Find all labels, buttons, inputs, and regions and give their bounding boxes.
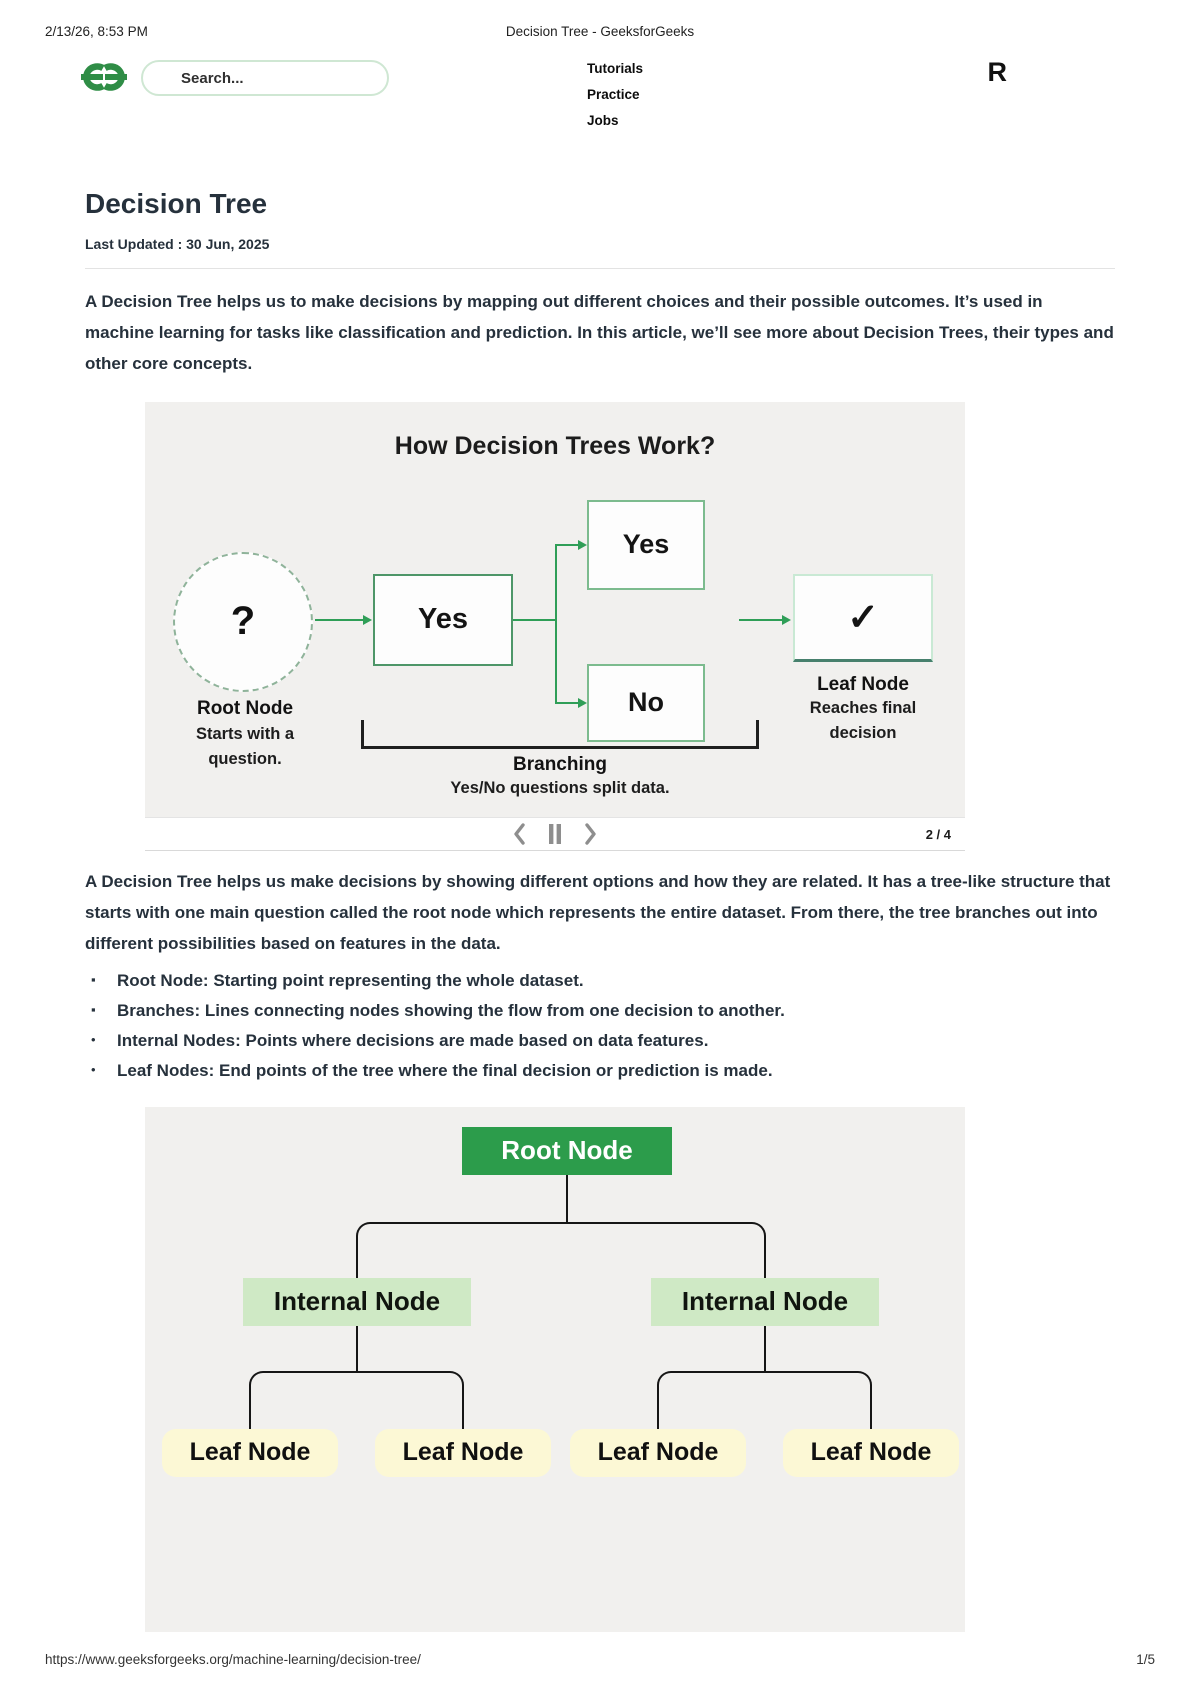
bracket-tick [361,719,364,748]
root-node-circle: ? [173,551,313,692]
site-header: Tutorials Practice Jobs R [75,55,1125,133]
bullet-desc: End points of the tree where the final d… [219,1061,773,1081]
tree-connector [764,1325,766,1371]
bullet-desc: Points where decisions are made based on… [245,1031,709,1051]
bullet-desc: Lines connecting nodes showing the flow … [204,1000,785,1020]
divider [85,268,1115,269]
bracket-tick [756,719,759,748]
leaf-node-pill: Leaf Node [570,1428,746,1477]
leaf-node-pill: Leaf Node [162,1428,338,1477]
tree-bracket [657,1370,872,1429]
tree-connector [356,1325,358,1371]
root-node-label-block: Root Node Starts with a question. [155,698,335,773]
branching-label: Branching [513,753,607,775]
tree-bracket [356,1221,766,1278]
search-input[interactable] [143,62,387,94]
connector [555,701,579,704]
nav-item-tutorials[interactable]: Tutorials [587,61,644,76]
internal-node-box-left: Internal Node [243,1277,471,1326]
check-icon: ✓ [847,596,879,639]
print-header: 2/13/26, 8:53 PM Decision Tree - Geeksfo… [45,24,1155,44]
carousel-next-button[interactable] [584,823,597,845]
print-timestamp: 2/13/26, 8:53 PM [45,24,148,39]
article-content: Decision Tree Last Updated : 30 Jun, 202… [85,188,1115,1632]
bullet-term: Root Node: [117,970,209,990]
connector [739,618,783,621]
root-node-label: Root Node [196,697,294,719]
tree-connector [566,1174,568,1222]
intro-paragraph: A Decision Tree helps us to make decisio… [85,292,1114,373]
connector [315,618,363,621]
branch-box-no: No [587,663,705,742]
bullet-marker: ▪ [91,1001,96,1017]
header-nav: Tutorials Practice Jobs [587,56,643,134]
leaf-node-pill: Leaf Node [783,1428,959,1477]
decision-tree-carousel-figure: How Decision Trees Work? ? Root Node Sta… [145,401,965,817]
leaf-node-caption-1: Reaches final [809,698,917,717]
leaf-node-pill: Leaf Node [375,1428,551,1477]
root-node-caption: Starts with a question. [195,724,295,769]
leaf-node-label-block: Leaf Node Reaches final decision [773,674,953,747]
bullet-marker: • [91,1032,96,1048]
decision-box-yes: Yes [373,573,513,666]
arrow-head [578,697,587,708]
bullet-term: Internal Nodes: [117,1031,241,1051]
bullet-marker: ▪ [91,971,96,987]
leaf-node-label: Leaf Node [817,673,909,695]
page-number: 1/5 [1136,1652,1155,1667]
bullet-list: ▪ Root Node: Starting point representing… [91,966,1115,1087]
geeksforgeeks-logo-icon[interactable] [75,61,133,98]
leaf-node-box: ✓ [793,573,933,662]
branch-box-yes: Yes [587,499,705,590]
nav-item-practice[interactable]: Practice [587,87,640,102]
arrow-head [578,539,587,550]
bullet-marker: • [91,1062,96,1078]
carousel-prev-button[interactable] [513,823,526,845]
nav-item-jobs[interactable]: Jobs [587,113,619,128]
list-item: ▪ Root Node: Starting point representing… [91,966,1115,996]
source-url: https://www.geeksforgeeks.org/machine-le… [45,1652,421,1667]
print-document-title: Decision Tree - GeeksforGeeks [505,24,695,39]
carousel-control-bar: 2 / 4 [145,816,965,851]
user-avatar[interactable]: R [987,57,1008,87]
connector [555,543,557,704]
bullet-desc: Starting point representing the whole da… [213,970,584,990]
body-paragraph: A Decision Tree helps us make decisions … [85,871,1111,953]
bullet-term: Leaf Nodes: [117,1061,215,1081]
carousel-pause-button[interactable] [548,823,562,844]
connector [555,543,579,546]
list-item: • Internal Nodes: Points where decisions… [91,1026,1115,1056]
bullet-term: Branches: [117,1000,201,1020]
branching-caption: Yes/No questions split data. [450,778,670,797]
figure-title: How Decision Trees Work? [394,431,716,460]
leaf-node-caption-2: decision [829,724,897,743]
last-updated: Last Updated : 30 Jun, 2025 [85,236,270,252]
slide-indicator: 2 / 4 [925,826,951,842]
root-node-box: Root Node [462,1126,672,1175]
bracket-bar [361,745,759,749]
tree-structure-figure: Root Node Internal Node Internal Node Le… [145,1106,965,1632]
print-footer: https://www.geeksforgeeks.org/machine-le… [45,1652,1155,1667]
search-box [141,60,389,96]
internal-node-box-right: Internal Node [651,1277,879,1326]
arrow-head [782,614,791,625]
tree-bracket [249,1370,464,1429]
question-mark-symbol: ? [230,599,256,644]
page-title: Decision Tree [85,188,268,219]
arrow-head [363,614,372,625]
list-item: ▪ Branches: Lines connecting nodes showi… [91,996,1115,1026]
branching-label-block: Branching Yes/No questions split data. [390,754,730,802]
connector [513,618,557,621]
list-item: • Leaf Nodes: End points of the tree whe… [91,1056,1115,1086]
